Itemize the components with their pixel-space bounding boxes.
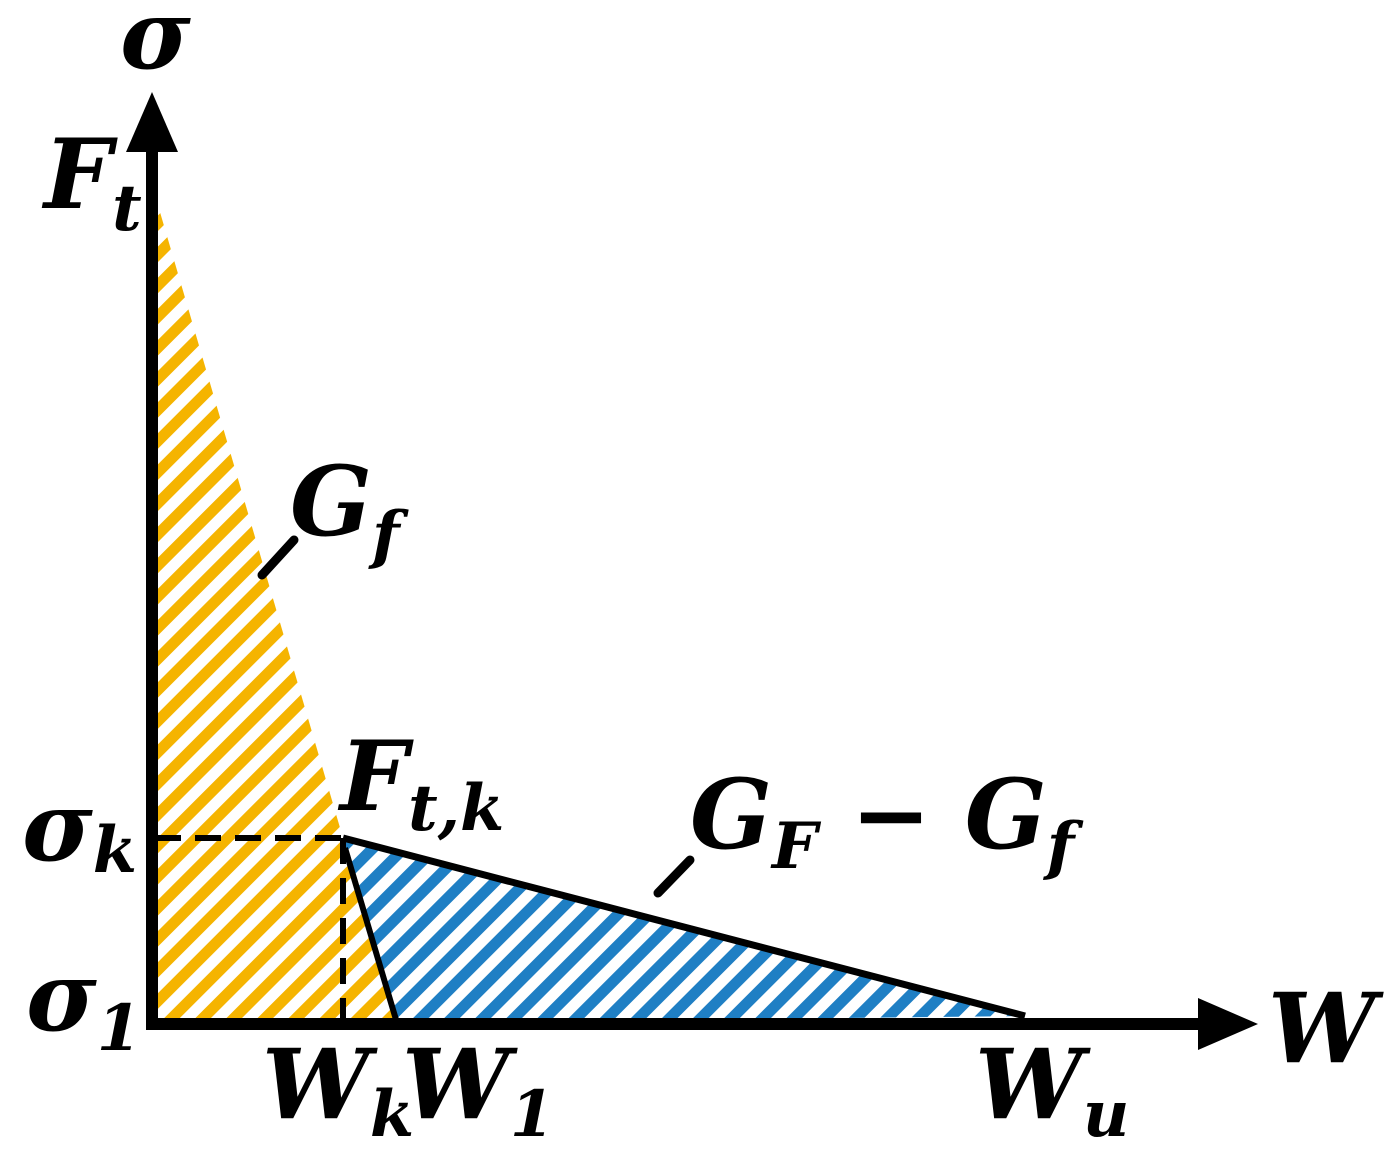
unloading-line	[342, 847, 400, 1024]
ft-label: Ft	[41, 118, 142, 246]
x-axis-arrow	[1198, 998, 1258, 1050]
w1-label: W1	[402, 1028, 554, 1152]
wk-label: Wk	[262, 1028, 414, 1152]
second-slope-line	[342, 834, 1026, 1020]
gf-area	[155, 195, 397, 1023]
sigma-1-label: σ1	[26, 940, 141, 1066]
gf-label: Gf	[290, 445, 409, 573]
gf-leader	[257, 535, 299, 580]
sigma-k-label: σk	[22, 770, 137, 888]
wu-label: Wu	[975, 1028, 1129, 1152]
gF-gf-leader	[653, 855, 695, 898]
ftk-label: Ft,k	[337, 720, 504, 846]
w-axis-label: W	[1268, 972, 1384, 1085]
gF-minus-gf-label: GF − Gf	[690, 758, 1084, 884]
y-axis-arrow	[126, 92, 178, 152]
sigma-axis-label: σ	[120, 0, 191, 91]
